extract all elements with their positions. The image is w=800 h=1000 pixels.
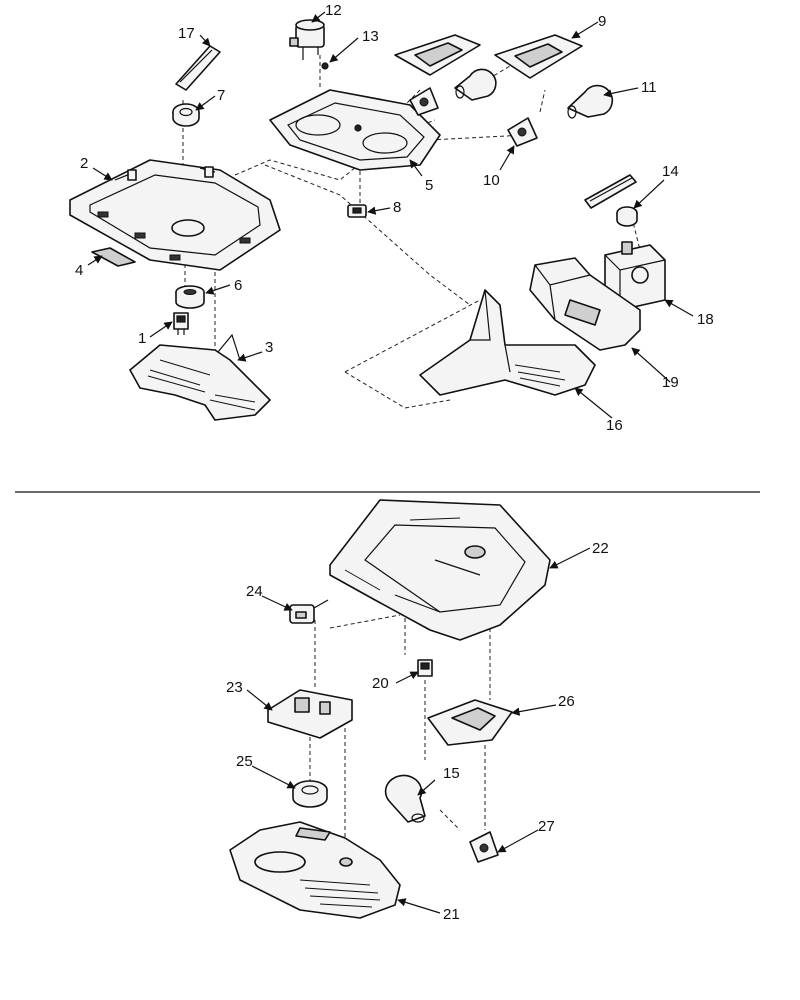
callout-16: 16 xyxy=(606,417,623,434)
callout-19: 19 xyxy=(662,374,679,391)
callout-15: 15 xyxy=(443,765,460,782)
part-2-cover-plate xyxy=(69,159,281,271)
part-13-screw xyxy=(321,62,329,70)
callout-22: 22 xyxy=(592,540,609,557)
part-9-lamp-housing xyxy=(494,34,583,79)
part-15-bulb xyxy=(384,774,426,823)
callout-6: 6 xyxy=(234,277,242,294)
callout-13: 13 xyxy=(362,28,379,45)
part-3-grille-panel xyxy=(129,333,271,421)
part-21-grille-panel xyxy=(229,821,401,919)
callout-23: 23 xyxy=(226,679,243,696)
part-19-dispenser-housing xyxy=(529,257,641,351)
callout-8: 8 xyxy=(393,199,401,216)
part-5-frame xyxy=(269,89,441,171)
part-16-funnel-chute xyxy=(419,289,596,396)
callout-21: 21 xyxy=(443,906,460,923)
callout-2: 2 xyxy=(80,155,88,172)
callout-5: 5 xyxy=(425,177,433,194)
part-4-strip xyxy=(91,247,136,267)
callout-25: 25 xyxy=(236,753,253,770)
callout-11: 11 xyxy=(641,79,657,96)
callout-3: 3 xyxy=(265,339,273,356)
lamp-housing-top-left xyxy=(394,34,481,76)
callout-1: 1 xyxy=(138,330,146,347)
callout-10: 10 xyxy=(483,172,500,189)
callout-labels: 1 2 3 4 5 6 7 8 9 10 11 12 13 14 15 16 1… xyxy=(75,2,714,923)
part-12-motor xyxy=(289,19,325,60)
part-11-bulb xyxy=(567,84,614,119)
callout-7: 7 xyxy=(217,87,225,104)
part-8-fitting xyxy=(347,204,367,218)
callout-24: 24 xyxy=(246,583,263,600)
lamp-socket-top-left xyxy=(409,87,439,116)
part-6-knob xyxy=(175,285,205,309)
part-14-knob xyxy=(616,206,638,227)
part-23-control-board xyxy=(267,689,353,739)
part-27-socket xyxy=(469,831,499,863)
part-1-switch xyxy=(173,312,189,335)
part-25-gear xyxy=(292,780,328,808)
callout-9: 9 xyxy=(598,13,606,30)
callout-14: 14 xyxy=(662,163,679,180)
part-24-motor xyxy=(289,599,329,624)
part-7-gear xyxy=(172,103,200,127)
callout-4: 4 xyxy=(75,262,83,279)
part-17-belt xyxy=(175,45,221,91)
callout-18: 18 xyxy=(697,311,714,328)
part-10-socket xyxy=(507,117,538,147)
callout-26: 26 xyxy=(558,693,575,710)
callout-27: 27 xyxy=(538,818,555,835)
part-22-housing-tray xyxy=(329,499,551,641)
part-20-switch xyxy=(417,659,433,677)
part-14-belt xyxy=(584,174,637,209)
callout-12: 12 xyxy=(325,2,342,19)
callout-20: 20 xyxy=(372,675,389,692)
leader-arrows xyxy=(87,11,694,914)
part-26-lamp-housing xyxy=(427,699,513,746)
lamp-bulb-top-left xyxy=(454,68,497,101)
callout-17: 17 xyxy=(178,25,195,42)
